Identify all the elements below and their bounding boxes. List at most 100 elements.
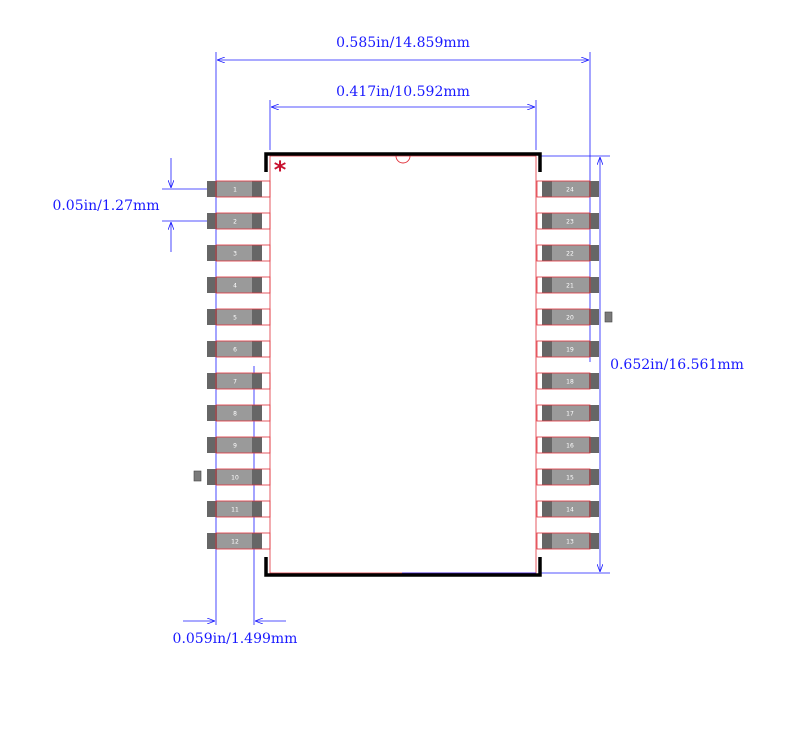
pad-body [207,469,262,485]
pad-end [589,277,599,293]
pad-body [207,405,262,421]
pad-body [542,501,597,517]
pad-courtyard [536,532,591,550]
pad-body [542,277,597,293]
silkscreen-top [264,152,542,172]
pad-body [207,373,262,389]
pad-inner-end [542,501,552,517]
pad-inner-end [252,245,262,261]
pin-number: 20 [566,315,574,322]
pad-7: 7 [207,372,271,390]
pin-number: 24 [566,187,574,194]
courtyard-outline [269,155,537,574]
pad-inner-end [252,181,262,197]
pad-end [589,469,599,485]
overall-height-dimension: 0.652in/16.561mm [540,155,744,574]
pad-courtyard [536,308,591,326]
pad-courtyard [536,244,591,262]
pad-end [589,181,599,197]
pad-courtyard [536,212,591,230]
pad-22: 22 [536,244,599,262]
pad-length-label: 0.059in/1.499mm [173,631,298,647]
pin-number: 22 [566,251,574,258]
pad-inner-end [252,533,262,549]
pad-inner-end [542,533,552,549]
pin-number: 6 [233,347,237,354]
pad-inner-end [542,213,552,229]
pad-19: 19 [536,340,599,358]
pad-end [207,469,217,485]
pad-end [207,213,217,229]
pad-end [589,533,599,549]
pad-end [589,405,599,421]
pad-end [589,245,599,261]
pin-number: 14 [566,507,574,514]
overall-height-label: 0.652in/16.561mm [610,357,744,373]
pad-body [207,309,262,325]
pad-3: 3 [207,244,271,262]
pad-courtyard [215,180,271,198]
pad-courtyard [215,308,271,326]
pin-number: 11 [231,507,239,514]
pitch-dimension: 0.05in/1.27mm [52,158,238,252]
pad-inner-end [252,469,262,485]
pad-end [207,277,217,293]
pad-14: 14 [536,500,599,518]
pad-1: 1 [207,180,271,198]
pad-body [542,405,597,421]
pad-end [589,437,599,453]
pad-inner-end [252,373,262,389]
pad-2: 2 [207,212,271,230]
pad-courtyard [536,468,591,486]
pad-12: 12 [207,532,271,550]
pad-body [207,213,262,229]
pin-number: 9 [233,443,237,450]
overall-width-dimension: 0.585in/14.859mm [215,35,591,625]
pad-end [589,373,599,389]
pin-number: 23 [566,219,574,226]
body-width-label: 0.417in/10.592mm [336,84,470,100]
pad-end [207,373,217,389]
pad-courtyard [536,372,591,390]
pin-number: 1 [233,187,237,194]
pad-inner-end [542,469,552,485]
pad-end [207,245,217,261]
pad-18: 18 [536,372,599,390]
pad-inner-end [542,181,552,197]
pad-21: 21 [536,276,599,294]
right-reference-mark [604,311,613,323]
pad-body [207,341,262,357]
pad-courtyard [215,436,271,454]
pin-number: 10 [231,475,239,482]
pad-courtyard [536,276,591,294]
pin-number: 18 [566,379,574,386]
pad-body [542,373,597,389]
pad-4: 4 [207,276,271,294]
package-silkscreen [264,152,542,577]
body-width-dimension: 0.417in/10.592mm [269,84,537,150]
pin-number: 17 [566,411,574,418]
pin-number: 19 [566,347,574,354]
pad-inner-end [542,309,552,325]
pad-16: 16 [536,436,599,454]
pad-body [542,533,597,549]
pad-courtyard [215,244,271,262]
pad-body [207,245,262,261]
pad-end [207,405,217,421]
pad-body [542,245,597,261]
pad-end [589,309,599,325]
pad-body [542,341,597,357]
pad-15: 15 [536,468,599,486]
pad-end [589,213,599,229]
pad-body [542,309,597,325]
pad-11: 11 [207,500,271,518]
pad-courtyard [215,404,271,422]
pin-number: 12 [231,539,239,546]
left-reference-mark [193,470,202,482]
pad-8: 8 [207,404,271,422]
pad-end [207,341,217,357]
pad-body [542,469,597,485]
silkscreen-bottom [264,557,542,577]
